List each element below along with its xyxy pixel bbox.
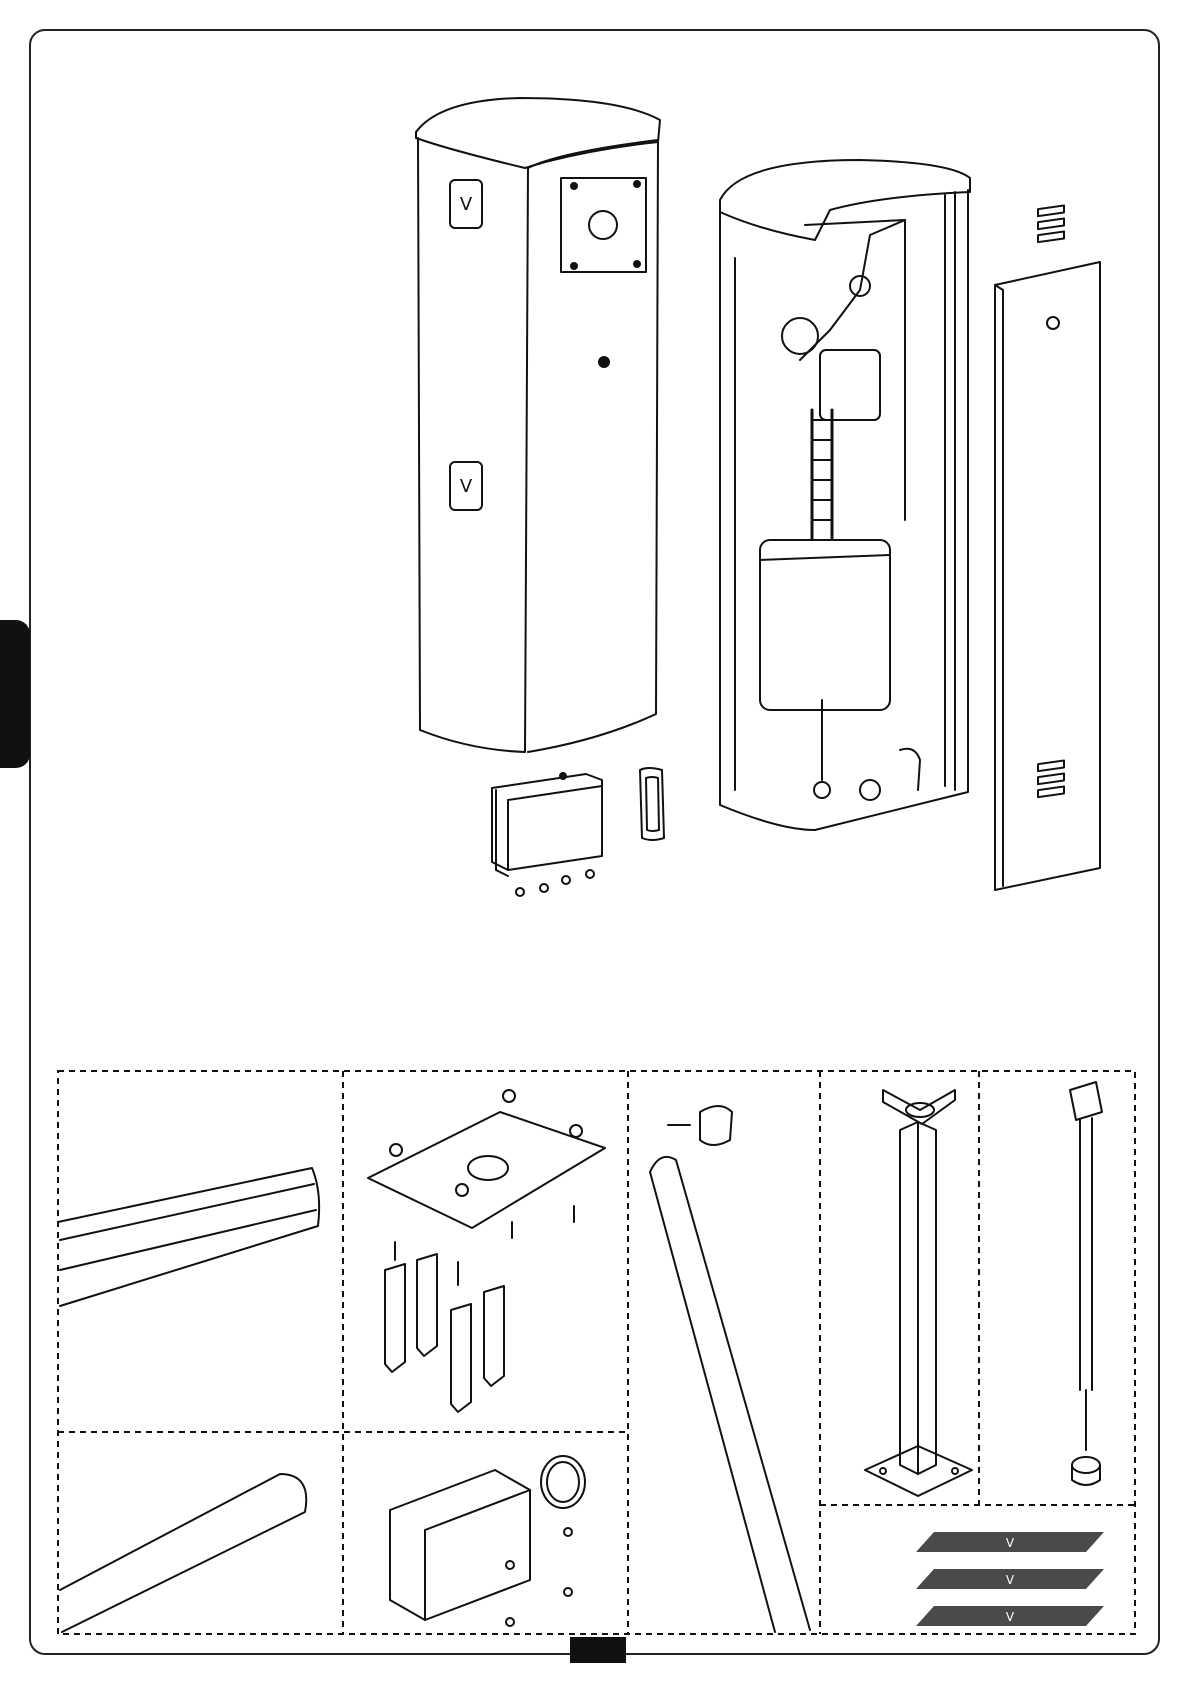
round-boom-icon	[60, 1474, 306, 1632]
support-post-icon	[865, 1090, 972, 1496]
pivot-rest-icon	[1070, 1082, 1102, 1485]
grommet-icon	[640, 768, 664, 840]
svg-text:V: V	[460, 194, 473, 215]
box-icon	[492, 773, 602, 896]
svg-text:V: V	[1006, 1573, 1015, 1587]
cabinet-mechanism-icon	[720, 160, 970, 830]
svg-text:V: V	[460, 476, 473, 497]
boom-adapter-icon	[390, 1456, 585, 1626]
panel-icon	[995, 205, 1100, 890]
cabinet-front-icon: V V	[416, 98, 660, 752]
sticker-icon: V V V	[916, 1532, 1104, 1626]
rect-boom-icon	[58, 1168, 319, 1306]
anchor-plate-icon	[368, 1090, 605, 1412]
round-boom-icon	[650, 1106, 810, 1632]
svg-text:V: V	[1006, 1610, 1015, 1624]
svg-text:V: V	[1006, 1536, 1015, 1550]
